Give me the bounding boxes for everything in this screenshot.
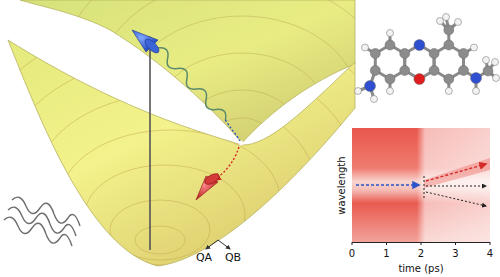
tick-label: 0	[349, 248, 355, 259]
heatmap	[352, 128, 490, 242]
tick-label: 1	[383, 248, 389, 259]
conical-intersection	[239, 141, 244, 146]
axis-label: QB	[225, 252, 241, 264]
wavepacket-ground	[196, 172, 221, 200]
wavepacket-path	[225, 120, 240, 141]
laser-pulse	[4, 197, 80, 246]
coordinate-axes	[206, 240, 230, 249]
axis-label: QA	[196, 252, 212, 264]
wavepacket-path	[158, 48, 226, 120]
wavepacket-excited	[132, 30, 161, 55]
plot-axis	[352, 242, 490, 245]
lower-surface	[0, 17, 395, 277]
tick-label: 3	[452, 248, 458, 259]
axis-label: time (ps)	[398, 263, 443, 274]
axis-label: wavelength	[335, 156, 346, 214]
excitation-arrow	[149, 38, 151, 250]
tick-label: 2	[418, 248, 424, 259]
molecule	[355, 14, 500, 103]
tick-label: 4	[487, 248, 493, 259]
